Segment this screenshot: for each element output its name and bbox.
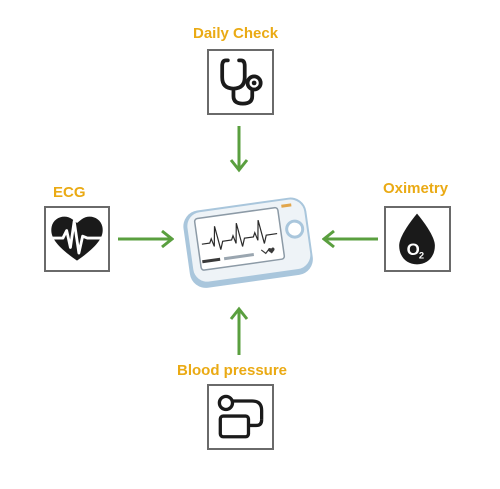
blood-pressure-cuff-icon: [217, 394, 264, 439]
blood-pressure-box: [207, 384, 274, 450]
o2-text: O: [407, 240, 420, 259]
daily-check-box: [207, 49, 274, 115]
arrow-left-from-oximetry: [322, 229, 378, 249]
stethoscope-icon: [220, 58, 263, 106]
heart-ecg-icon: [51, 216, 103, 261]
o2-subscript: 2: [419, 250, 424, 261]
arrow-down-from-daily-check: [229, 126, 249, 173]
ecg-box: [44, 206, 110, 272]
device-screen: [193, 206, 286, 271]
oximetry-label: Oximetry: [383, 180, 449, 197]
oxygen-drop-icon: O 2: [399, 213, 435, 265]
ecg-label: ECG: [53, 184, 86, 201]
blood-pressure-label: Blood pressure: [177, 362, 288, 379]
oximetry-box: O 2: [384, 206, 451, 272]
daily-check-label: Daily Check: [193, 25, 279, 42]
monitor-device: [183, 197, 313, 288]
ecg-waveform: [201, 219, 278, 250]
arrow-right-from-ecg: [118, 229, 174, 249]
device-button: [285, 219, 305, 239]
arrow-up-from-blood-pressure: [229, 306, 249, 355]
